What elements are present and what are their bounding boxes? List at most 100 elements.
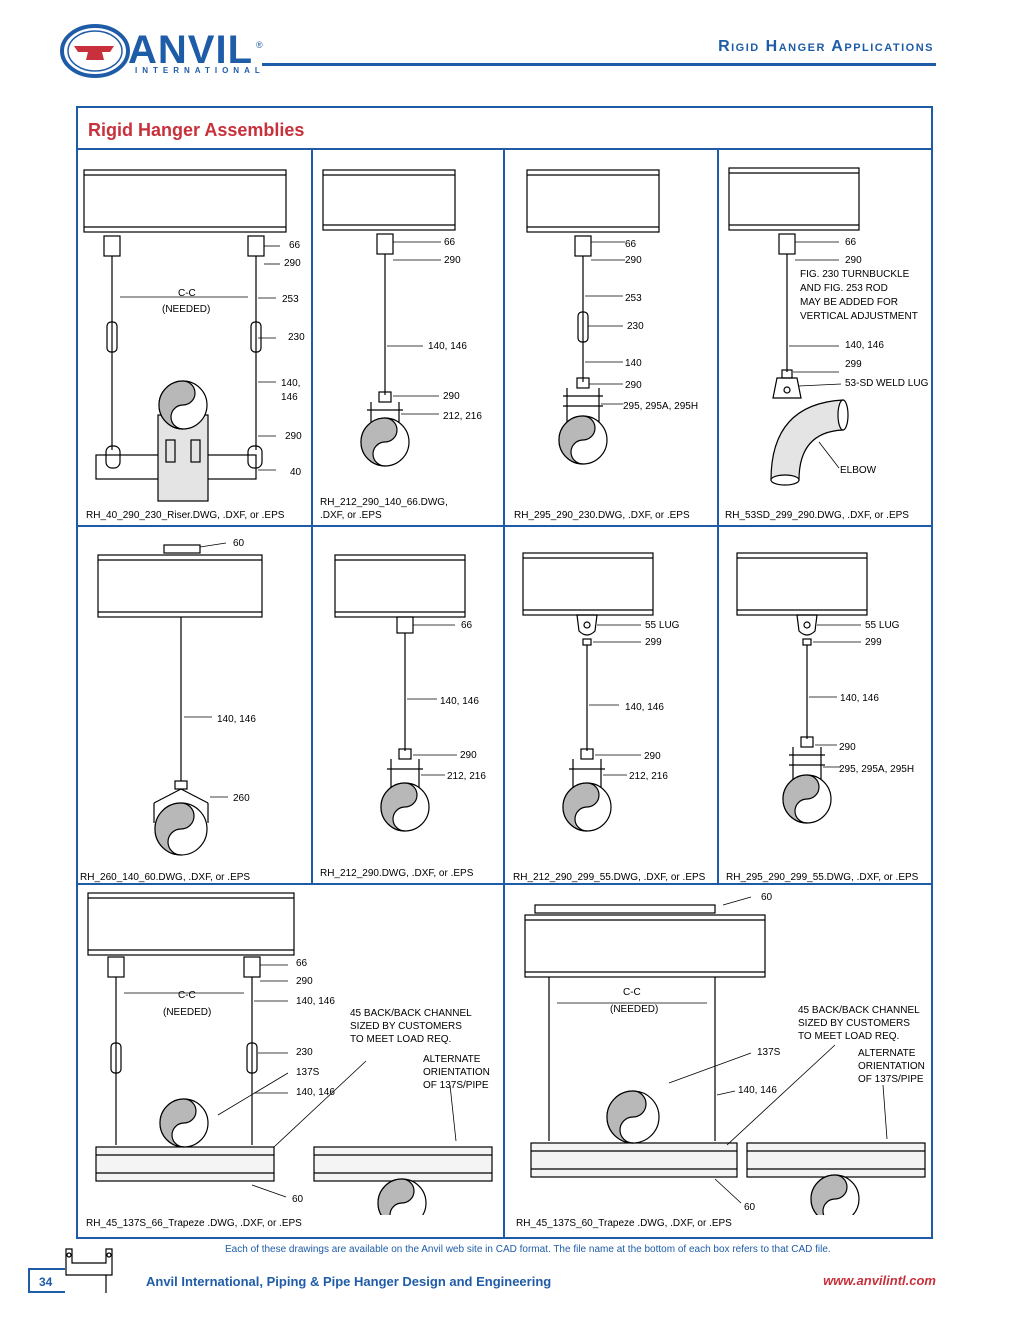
part-label: 66 — [444, 237, 456, 248]
cad-file-name: RH_212_290_140_66.DWG, — [320, 497, 448, 508]
note-label: SIZED BY CUSTOMERS — [798, 1018, 910, 1029]
part-label: 295, 295A, 295H — [839, 764, 915, 775]
note-label: ALTERNATE — [858, 1048, 916, 1059]
cad-file-name: RH_260_140_60.DWG, .DXF, or .EPS — [80, 872, 251, 883]
part-label: 137S — [757, 1047, 781, 1058]
note-label: TO MEET LOAD REQ. — [798, 1031, 900, 1042]
part-label: 140 — [625, 358, 642, 369]
part-label: 299 — [865, 637, 882, 648]
part-label: 140, 146 — [738, 1085, 777, 1096]
part-label: 60 — [761, 892, 773, 903]
part-label: 140, 146 — [428, 341, 467, 352]
part-label: 253 — [282, 294, 299, 305]
note-label: FIG. 230 TURNBUCKLE — [800, 269, 910, 280]
part-label: C-C — [178, 288, 196, 299]
cad-file-name: RH_212_290.DWG, .DXF, or .EPS — [320, 868, 474, 879]
grid-line — [717, 148, 719, 883]
part-label: 66 — [625, 239, 637, 250]
part-label: 60 — [233, 538, 245, 549]
logo-subtitle: INTERNATIONAL — [135, 66, 265, 75]
part-label: C-C — [623, 987, 641, 998]
logo-wordmark: ANVIL — [128, 28, 253, 72]
part-label: C-C — [178, 990, 196, 1001]
part-label: 290 — [296, 976, 313, 987]
footer-title: Anvil International, Piping & Pipe Hange… — [146, 1274, 552, 1289]
part-label: 140, 146 — [440, 696, 479, 707]
cad-file-name: RH_45_137S_60_Trapeze .DWG, .DXF, or .EP… — [516, 1218, 732, 1229]
page-header-title: Rigid Hanger Applications — [718, 38, 934, 55]
part-label: ELBOW — [840, 465, 877, 476]
hanger-295-drawing — [526, 169, 660, 465]
anvil-logo-icon — [60, 24, 130, 78]
part-label: 290 — [644, 751, 661, 762]
note-label: TO MEET LOAD REQ. — [350, 1034, 452, 1045]
trapeze-60-drawing — [524, 896, 926, 1215]
note-label: AND FIG. 253 ROD — [800, 283, 888, 294]
note-label: ORIENTATION — [858, 1061, 925, 1072]
note-label: 45 BACK/BACK CHANNEL — [350, 1008, 472, 1019]
hanger-212-290-drawing — [334, 554, 466, 832]
website-link[interactable]: www.anvilintl.com — [823, 1273, 936, 1288]
weld-lug-elbow-drawing — [728, 167, 860, 486]
note-label: VERTICAL ADJUSTMENT — [800, 311, 918, 322]
part-label: 290 — [285, 431, 302, 442]
part-label: 212, 216 — [629, 771, 668, 782]
page-number: 34 — [28, 1268, 65, 1293]
part-label: 212, 216 — [447, 771, 486, 782]
part-label: 290 — [460, 750, 477, 761]
note-label: MAY BE ADDED FOR — [800, 297, 898, 308]
note-label: ALTERNATE — [423, 1054, 481, 1065]
note-label: ORIENTATION — [423, 1067, 490, 1078]
part-label: 253 — [625, 293, 642, 304]
trapeze-66-drawing — [87, 892, 493, 1215]
hanger-212-drawing — [322, 169, 456, 467]
part-label: 66 — [461, 620, 473, 631]
part-label: 230 — [288, 332, 305, 343]
bracket-icon — [65, 1248, 113, 1293]
cad-file-name: RH_45_137S_66_Trapeze .DWG, .DXF, or .EP… — [86, 1218, 302, 1229]
part-label: 290 — [444, 255, 461, 266]
part-label: 40 — [290, 467, 302, 478]
part-label: 290 — [845, 255, 862, 266]
part-label: 60 — [744, 1202, 756, 1213]
part-label: 146 — [281, 392, 298, 403]
part-label: 66 — [289, 240, 301, 251]
cad-file-name: RH_53SD_299_290.DWG, .DXF, or .EPS — [725, 510, 909, 521]
part-label: 299 — [845, 359, 862, 370]
part-label: (NEEDED) — [163, 1007, 212, 1018]
part-label: 53-SD WELD LUG — [845, 378, 929, 389]
part-label: 60 — [292, 1194, 304, 1205]
part-label: 140, — [281, 378, 301, 389]
grid-line — [503, 148, 505, 1239]
part-label: (NEEDED) — [162, 304, 211, 315]
part-label: 140, 146 — [296, 996, 335, 1007]
cad-file-name: .DXF, or .EPS — [320, 510, 382, 521]
part-label: 290 — [284, 258, 301, 269]
note-label: OF 137S/PIPE — [858, 1074, 924, 1085]
part-label: 290 — [625, 255, 642, 266]
logo-registered-mark: ® — [256, 40, 263, 50]
part-label: 299 — [645, 637, 662, 648]
part-label: 230 — [627, 321, 644, 332]
part-label: 140, 146 — [625, 702, 664, 713]
part-label: (NEEDED) — [610, 1004, 659, 1015]
part-label: 140, 146 — [296, 1087, 335, 1098]
riser-assembly-drawing — [83, 169, 287, 502]
part-label: 140, 146 — [217, 714, 256, 725]
cad-file-name: RH_40_290_230_Riser.DWG, .DXF, or .EPS — [86, 510, 285, 521]
part-label: 66 — [845, 237, 857, 248]
hanger-55-lug-295-drawing — [736, 552, 868, 824]
part-label: 290 — [443, 391, 460, 402]
part-label: 55 LUG — [865, 620, 900, 631]
part-label: 66 — [296, 958, 308, 969]
note-label: OF 137S/PIPE — [423, 1080, 489, 1091]
section-title: Rigid Hanger Assemblies — [88, 120, 305, 140]
cad-file-name: RH_295_290_230.DWG, .DXF, or .EPS — [514, 510, 690, 521]
grid-line — [311, 148, 313, 883]
cad-availability-note: Each of these drawings are available on … — [225, 1244, 831, 1255]
part-label: 230 — [296, 1047, 313, 1058]
part-label: 295, 295A, 295H — [623, 401, 699, 412]
header-rule — [262, 63, 936, 66]
part-label: 212, 216 — [443, 411, 482, 422]
hanger-260-drawing — [97, 542, 263, 856]
